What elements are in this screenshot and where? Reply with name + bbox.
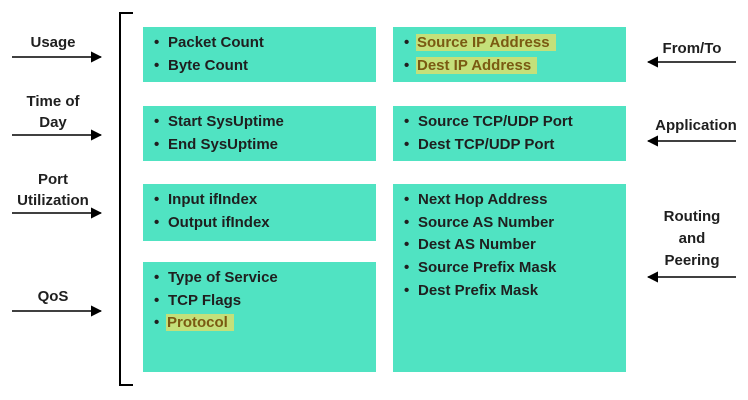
- field-item: Next Hop Address: [401, 189, 626, 212]
- field-item-highlighted: Dest IP Address: [401, 55, 626, 78]
- label-routing-and-peering: Routing and Peering: [663, 208, 721, 269]
- field-item: Source TCP/UDP Port: [401, 111, 626, 134]
- box-routing-fields: Next Hop Address Source AS Number Dest A…: [393, 184, 626, 372]
- field-item: Packet Count: [151, 32, 376, 55]
- field-item: End SysUptime: [151, 134, 376, 157]
- field-item: Source AS Number: [401, 212, 626, 235]
- field-item: Dest TCP/UDP Port: [401, 134, 626, 157]
- field-item: Source Prefix Mask: [401, 257, 626, 280]
- label-application: Application: [655, 117, 737, 134]
- label-usage: Usage: [30, 34, 76, 51]
- box-qos-fields: Type of Service TCP Flags Protocol: [143, 262, 376, 372]
- field-item: Dest AS Number: [401, 234, 626, 257]
- field-item: TCP Flags: [151, 290, 376, 313]
- label-from-to: From/To: [662, 40, 722, 57]
- label-time-of-day: Time of Day: [26, 93, 80, 131]
- field-item: Start SysUptime: [151, 111, 376, 134]
- box-port-fields: Input ifIndex Output ifIndex: [143, 184, 376, 241]
- box-application-fields: Source TCP/UDP Port Dest TCP/UDP Port: [393, 106, 626, 161]
- field-item: Type of Service: [151, 267, 376, 290]
- field-item: Dest Prefix Mask: [401, 280, 626, 303]
- label-port-utilization: Port Utilization: [17, 171, 89, 209]
- field-item-highlighted: Protocol: [151, 312, 376, 335]
- field-item: Input ifIndex: [151, 189, 376, 212]
- box-time-fields: Start SysUptime End SysUptime: [143, 106, 376, 161]
- field-item-highlighted: Source IP Address: [401, 32, 626, 55]
- grouping-bracket: [119, 12, 133, 386]
- field-item: Byte Count: [151, 55, 376, 78]
- box-address-fields: Source IP Address Dest IP Address: [393, 27, 626, 82]
- label-qos: QoS: [37, 288, 69, 305]
- field-item: Output ifIndex: [151, 212, 376, 235]
- box-usage-fields: Packet Count Byte Count: [143, 27, 376, 82]
